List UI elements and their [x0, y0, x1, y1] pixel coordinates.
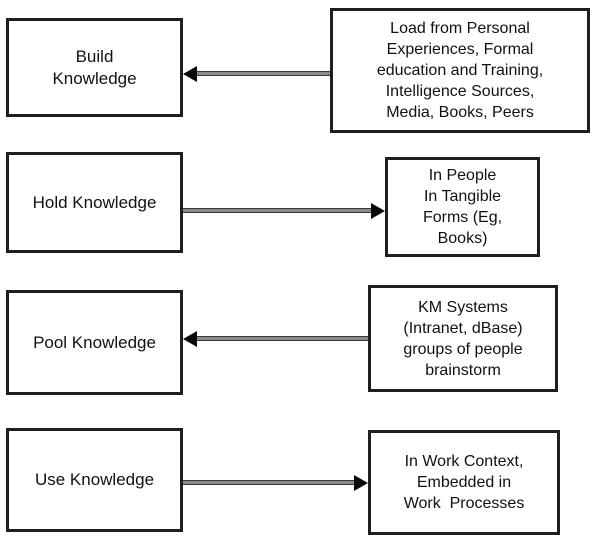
stage-box-pool-knowledge: Pool Knowledge: [6, 290, 183, 395]
arrowhead-right-icon: [354, 474, 368, 491]
arrowhead-left-icon: [183, 65, 197, 82]
text-line: Pool Knowledge: [33, 332, 156, 352]
stage-label-pool-knowledge: Pool Knowledge: [33, 332, 156, 354]
stage-label-hold-knowledge: Hold Knowledge: [33, 192, 157, 214]
arrow-shaft: [183, 480, 354, 485]
text-line: Intelligence Sources,: [385, 83, 535, 100]
text-line: groups of people: [403, 340, 523, 358]
arrowhead-right-icon: [371, 202, 385, 219]
arrow-shaft: [197, 71, 330, 76]
text-line: Knowledge: [52, 68, 137, 88]
text-line: Build: [75, 46, 114, 66]
text-line: Books): [437, 230, 488, 247]
text-line: KM Systems: [418, 298, 508, 316]
text-line: Experiences, Formal: [386, 41, 534, 58]
text-line: Media, Books, Peers: [386, 104, 534, 121]
arrowhead-left-icon: [183, 330, 197, 347]
stage-box-hold-knowledge: Hold Knowledge: [6, 152, 183, 253]
text-line: Forms (Eg,: [422, 209, 503, 226]
text-line: education and Training,: [376, 62, 544, 79]
text-line: Hold Knowledge: [32, 192, 157, 212]
text-line: brainstorm: [425, 361, 501, 379]
arrow-shaft: [183, 208, 371, 213]
detail-text-use-context: In Work Context, Embedded in Work Processe…: [404, 451, 525, 514]
text-line: (Intranet, dBase): [403, 319, 523, 337]
arrow-hold-knowledge: [183, 202, 385, 219]
text-line: In People: [428, 167, 497, 184]
detail-box-use-context: In Work Context, Embedded in Work Processe…: [368, 430, 560, 535]
stage-label-use-knowledge: Use Knowledge: [35, 469, 154, 491]
text-line: In Work Context,: [404, 453, 524, 470]
arrow-shaft: [197, 336, 368, 341]
text-line: Embedded in: [416, 474, 512, 491]
text-line: Use Knowledge: [34, 470, 155, 489]
text-line: Load from Personal: [390, 20, 530, 37]
arrow-use-knowledge: [183, 474, 368, 491]
stage-box-use-knowledge: Use Knowledge: [6, 428, 183, 532]
text-line: In Tangible: [423, 188, 502, 205]
arrow-pool-knowledge: [183, 330, 368, 347]
detail-text-pool-systems: KM Systems (Intranet, dBase) groups of peo…: [403, 297, 522, 381]
detail-box-pool-systems: KM Systems (Intranet, dBase) groups of peo…: [368, 285, 558, 392]
arrow-build-knowledge: [183, 65, 330, 82]
text-line: Work Processes: [403, 495, 525, 512]
